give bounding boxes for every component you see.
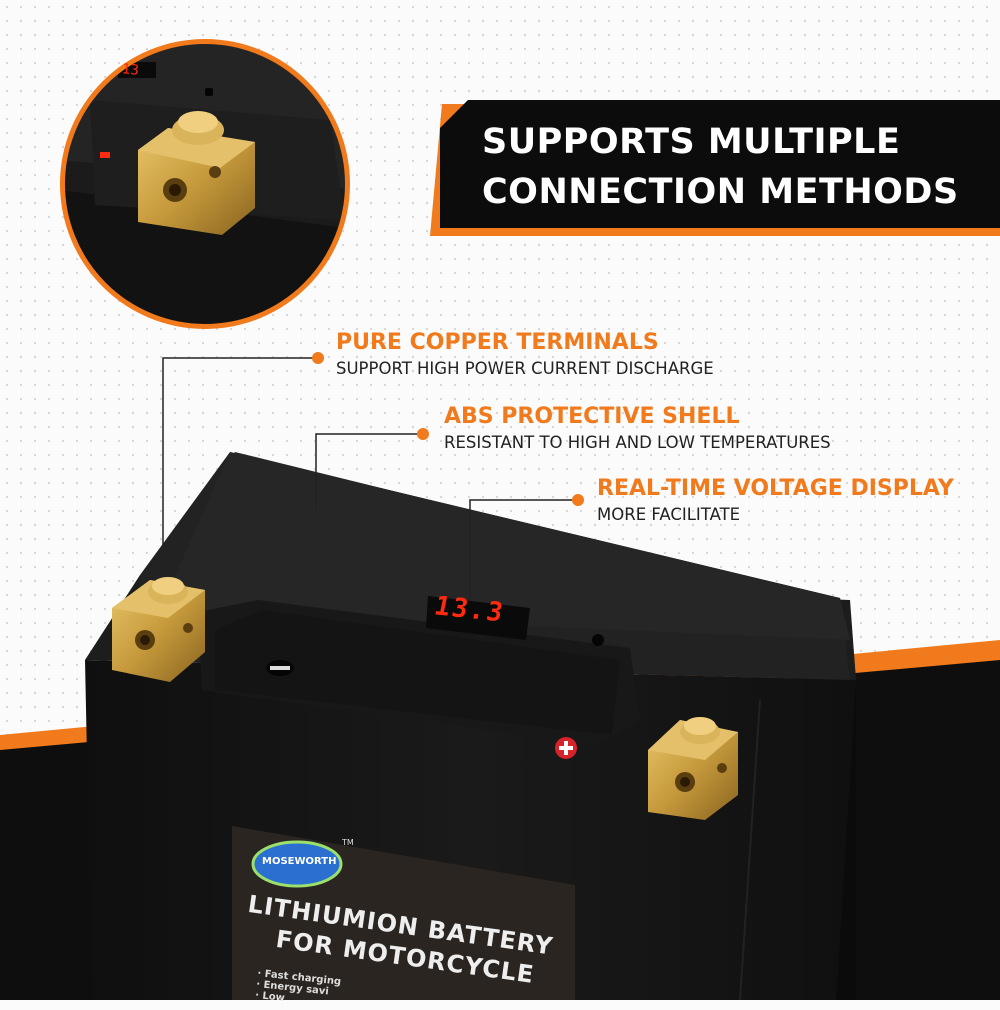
- headline-line-1: SUPPORTS MULTIPLE: [482, 122, 901, 162]
- headline-dark-banner: [440, 100, 1000, 228]
- callout-copper-subtitle: SUPPORT HIGH POWER CURRENT DISCHARGE: [336, 359, 714, 378]
- positive-terminal: [648, 717, 738, 820]
- callout-lines: [162, 357, 575, 600]
- callout-voltage-subtitle: MORE FACILITATE: [597, 505, 741, 524]
- headline-line-2: CONNECTION METHODS: [482, 172, 959, 212]
- headline: SUPPORTS MULTIPLE CONNECTION METHODS: [482, 117, 959, 217]
- zoom-inset: [60, 39, 350, 329]
- callout-dots: [312, 352, 584, 506]
- inset-display-fragment: 13: [121, 61, 140, 79]
- brand-logo: [251, 840, 343, 888]
- display-button: [592, 634, 604, 646]
- voltage-display: [426, 596, 530, 640]
- negative-terminal: [112, 577, 205, 682]
- callout-copper-title: PURE COPPER TERMINALS: [336, 330, 659, 355]
- callout-abs-title: ABS PROTECTIVE SHELL: [444, 404, 740, 429]
- brand-name: MOSEWORTH: [262, 856, 337, 867]
- callout-abs-subtitle: RESISTANT TO HIGH AND LOW TEMPERATURES: [444, 433, 831, 452]
- brand-trademark: TM: [342, 838, 354, 847]
- callout-voltage-title: REAL-TIME VOLTAGE DISPLAY: [597, 476, 954, 501]
